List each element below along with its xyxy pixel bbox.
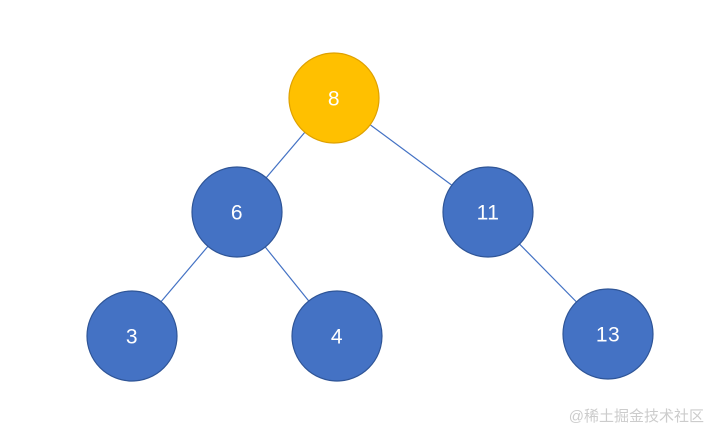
- node-circle-13: [562, 288, 654, 380]
- tree-node-3: 3: [86, 290, 178, 382]
- tree-node-8: 8: [288, 52, 380, 144]
- tree-node-11: 11: [442, 166, 534, 258]
- tree-node-13: 13: [562, 288, 654, 380]
- node-label-4: 4: [331, 326, 343, 349]
- node-circle-4: [291, 290, 383, 382]
- tree-node-6: 6: [191, 166, 283, 258]
- node-label-13: 13: [596, 324, 620, 347]
- node-circle-6: [191, 166, 283, 258]
- watermark-text: @稀土掘金技术社区: [568, 408, 704, 425]
- node-label-11: 11: [477, 202, 500, 225]
- node-circle-11: [442, 166, 534, 258]
- root-node-circle-8: [288, 52, 380, 144]
- node-label-6: 6: [231, 202, 243, 225]
- tree-node-4: 4: [291, 290, 383, 382]
- node-label-3: 3: [126, 326, 138, 349]
- node-circle-3: [86, 290, 178, 382]
- node-label-8: 8: [328, 88, 340, 111]
